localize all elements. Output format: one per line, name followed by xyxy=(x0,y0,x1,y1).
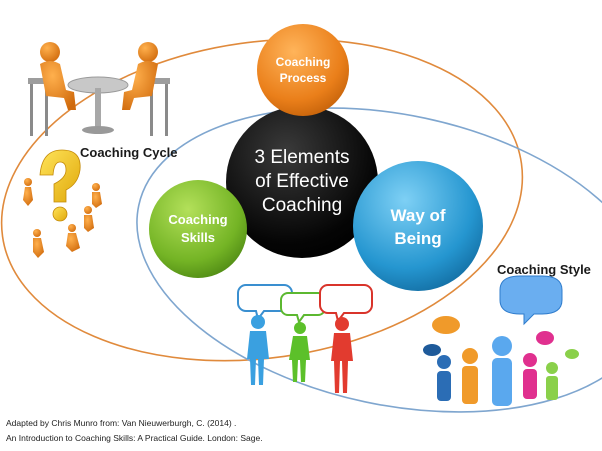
coaching-style-ellipse xyxy=(136,107,602,413)
being-circle xyxy=(353,161,483,291)
center-circle-text: 3 Elements of Effective Coaching xyxy=(226,128,378,236)
coaching-cycle-ellipse xyxy=(0,38,524,362)
coaching-cycle-label: Coaching Cycle xyxy=(80,145,178,160)
citation-line-1: Adapted by Chris Munro from: Van Nieuwer… xyxy=(6,418,237,428)
process-circle xyxy=(257,24,349,116)
center-line-3: Coaching xyxy=(261,195,343,216)
being-line-2: Being xyxy=(394,229,442,248)
skills-circle xyxy=(149,180,247,278)
process-circle-text: Coaching Process xyxy=(257,50,349,90)
speech-bubbles-people-icon xyxy=(237,284,373,393)
center-line-2: of Effective xyxy=(255,171,349,192)
colorful-people-speech-icon xyxy=(423,275,579,406)
process-line-1: Coaching xyxy=(275,55,331,69)
center-circle xyxy=(226,106,378,258)
being-line-1: Way of xyxy=(390,206,446,225)
people-at-table-icon xyxy=(28,42,170,136)
citation-line-2: An Introduction to Coaching Skills: A Pr… xyxy=(6,433,263,443)
coaching-style-label: Coaching Style xyxy=(497,262,591,277)
skills-circle-text: Coaching Skills xyxy=(150,208,246,250)
being-circle-text: Way of Being xyxy=(362,202,474,252)
question-mark-icon xyxy=(23,149,102,258)
center-line-1: 3 Elements xyxy=(254,147,350,168)
skills-line-2: Skills xyxy=(181,230,215,245)
skills-line-1: Coaching xyxy=(168,212,228,227)
process-line-2: Process xyxy=(279,71,327,85)
